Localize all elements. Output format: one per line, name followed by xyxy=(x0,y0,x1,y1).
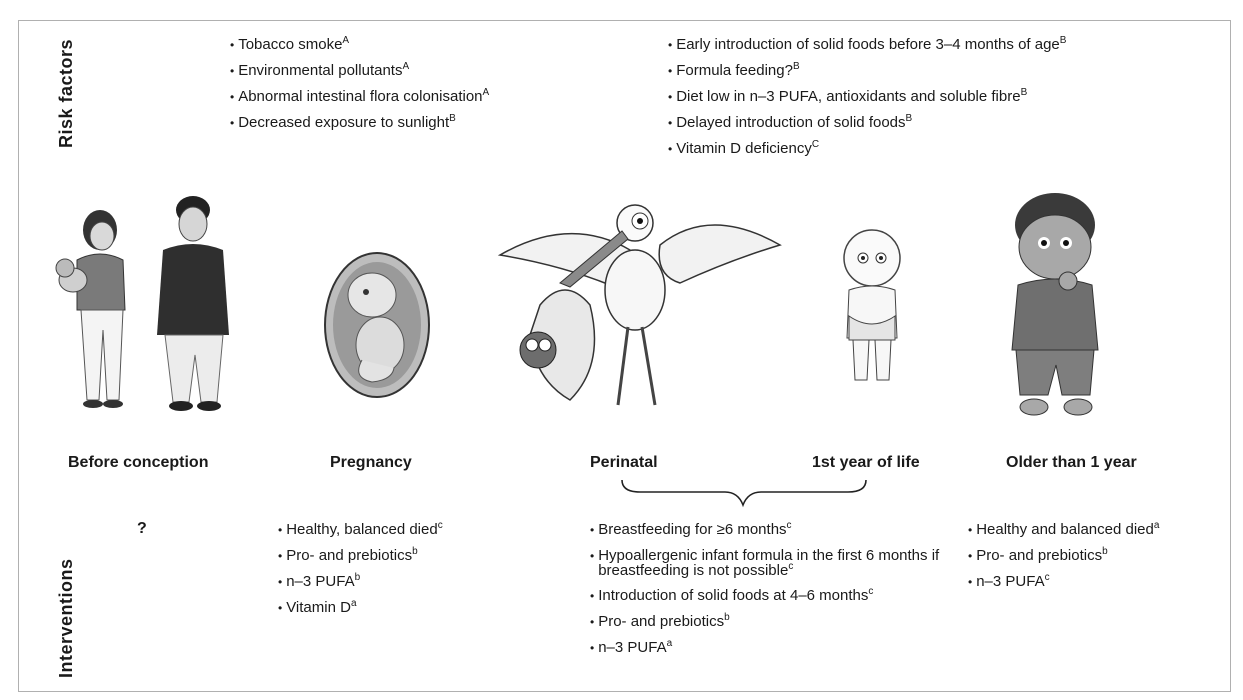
interventions-pregnancy-list: Healthy, balanced diedc Pro- and prebiot… xyxy=(278,522,443,626)
list-item: Environmental pollutantsA xyxy=(230,63,489,79)
before-conception-intervention-unknown: ? xyxy=(137,520,147,538)
list-item: Pro- and prebioticsb xyxy=(968,548,1159,564)
list-item: Vitamin D deficiencyC xyxy=(668,141,1066,157)
grouping-brace xyxy=(620,478,870,508)
list-item: Vitamin Da xyxy=(278,600,443,616)
stork-carrying-baby-illustration xyxy=(490,195,790,420)
stage-before-conception: Before conception xyxy=(68,454,208,472)
list-item: Diet low in n–3 PUFA, antioxidants and s… xyxy=(668,89,1066,105)
list-item: Hypoallergenic infant formula in the fir… xyxy=(590,548,943,578)
list-item: Healthy and balanced dieda xyxy=(968,522,1159,538)
list-item: n–3 PUFAc xyxy=(968,574,1159,590)
stage-perinatal: Perinatal xyxy=(590,454,658,472)
list-item: Breastfeeding for ≥6 monthsc xyxy=(590,522,943,538)
list-item: Pro- and prebioticsb xyxy=(278,548,443,564)
list-item: Early introduction of solid foods before… xyxy=(668,37,1066,53)
risk-factors-label: Risk factors xyxy=(56,39,77,148)
list-item: Introduction of solid foods at 4–6 month… xyxy=(590,588,943,604)
list-item: Healthy, balanced diedc xyxy=(278,522,443,538)
list-item: Formula feeding?B xyxy=(668,63,1066,79)
list-item: Tobacco smokeA xyxy=(230,37,489,53)
list-item: Abnormal intestinal flora colonisationA xyxy=(230,89,489,105)
stage-pregnancy: Pregnancy xyxy=(330,454,412,472)
interventions-older-list: Healthy and balanced dieda Pro- and preb… xyxy=(968,522,1159,600)
list-item: Delayed introduction of solid foodsB xyxy=(668,115,1066,131)
fetus-in-womb-illustration xyxy=(322,250,432,400)
interventions-perinatal-list: Breastfeeding for ≥6 monthsc Hypoallerge… xyxy=(590,522,943,666)
list-item: Decreased exposure to sunlightB xyxy=(230,115,489,131)
parents-with-baby-illustration xyxy=(45,190,245,415)
interventions-label: Interventions xyxy=(56,558,77,678)
risk-list-right: Early introduction of solid foods before… xyxy=(668,37,1066,167)
stage-older-than-1-year: Older than 1 year xyxy=(1006,454,1137,472)
list-item: Pro- and prebioticsb xyxy=(590,614,943,630)
standing-infant-illustration xyxy=(835,220,910,390)
list-item: n–3 PUFAb xyxy=(278,574,443,590)
stage-first-year: 1st year of life xyxy=(812,454,920,472)
young-boy-illustration xyxy=(990,185,1120,420)
list-item: n–3 PUFAa xyxy=(590,640,943,656)
risk-list-left: Tobacco smokeA Environmental pollutantsA… xyxy=(230,37,489,141)
